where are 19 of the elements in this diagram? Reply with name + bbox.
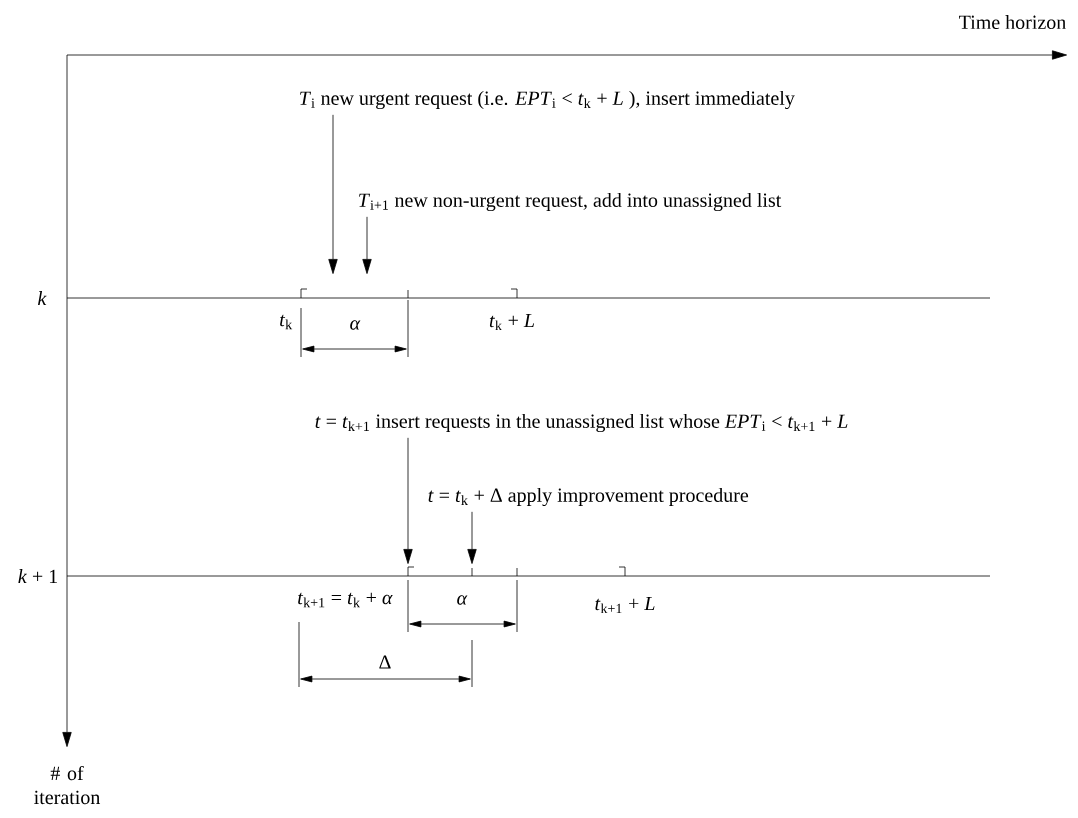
- arrow: [467, 511, 477, 564]
- label-text: k: [38, 291, 47, 305]
- label-text: Δ: [379, 655, 391, 669]
- label-text: t$_{k+1}$ = t$_{k}$ + α: [298, 592, 393, 608]
- label-text: t$_{k+1}$ + L: [595, 596, 655, 614]
- annotation-text: T$_{i+1}$ new non-urgent request, add into unassigned list: [359, 192, 782, 212]
- label-text: k + 1: [18, 569, 57, 583]
- annotation-text: t = t$_{k}$ + Δ apply improvement procedure: [428, 487, 749, 507]
- label-text: t$_{k}$: [280, 314, 293, 330]
- label-text: α: [457, 595, 468, 605]
- arrow: [362, 216, 372, 274]
- arrow: [328, 114, 338, 274]
- label-text: Time horizon: [959, 15, 1066, 30]
- arrow: [403, 437, 413, 564]
- label-text: α: [350, 320, 361, 330]
- annotation-text: T$_{i}$ new urgent request (i.e. EPT$_{i}$ < t$_{k}$ + L ), insert immediately: [300, 90, 795, 110]
- label-text: t$_{k}$ + L: [489, 313, 535, 331]
- annotation-text: t = t$_{k+1}$ insert requests in the unassigned list whose EPT$_{i}$ < t$_{k+1}$ + L: [315, 413, 848, 433]
- label-text: # of iteration: [34, 765, 101, 805]
